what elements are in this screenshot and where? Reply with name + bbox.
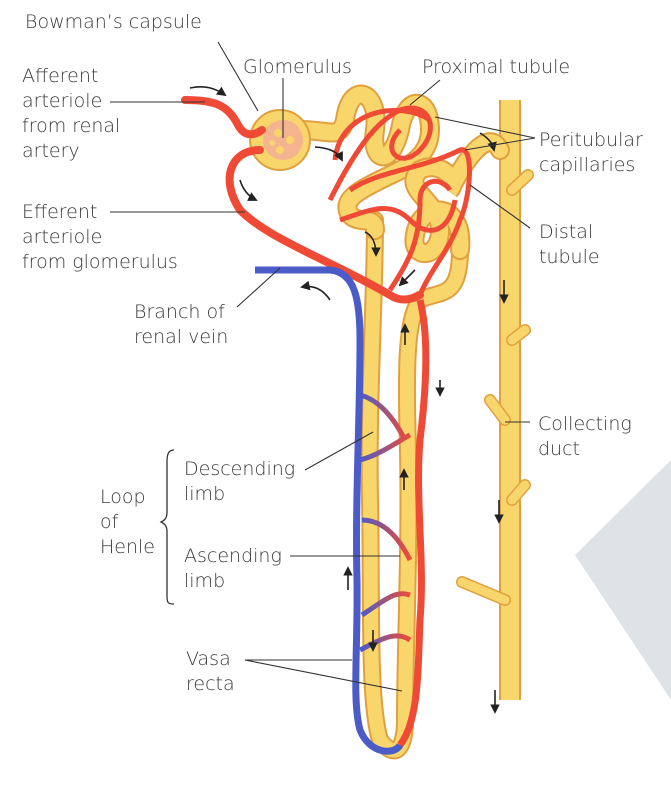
label-branch-of-renal-vein: Branch of renal vein xyxy=(134,301,229,348)
label-ascending-limb: Ascending limb xyxy=(184,545,282,592)
label-bowmans-capsule: Bowman’s capsule xyxy=(25,11,202,33)
bowmans-capsule xyxy=(249,109,311,171)
peritubular-capillaries xyxy=(327,105,472,296)
label-peritubular-capillaries: Peritubular capillaries xyxy=(539,129,643,176)
collecting-duct xyxy=(456,100,534,700)
vasa-recta-arterial xyxy=(397,299,430,748)
label-glomerulus: Glomerulus xyxy=(243,56,352,78)
flow-arrows xyxy=(189,86,509,714)
background-diamond xyxy=(575,460,671,700)
label-vasa-recta: Vasa recta xyxy=(186,648,235,695)
label-collecting-duct: Collecting duct xyxy=(538,413,632,460)
leader-lines xyxy=(110,41,536,692)
label-afferent-arteriole: Afferent arteriole from renal artery xyxy=(22,65,121,162)
loop-of-henle-brace xyxy=(159,449,175,605)
label-distal-tubule: Distal tubule xyxy=(539,221,600,268)
label-descending-limb: Descending limb xyxy=(184,458,296,505)
label-efferent-arteriole: Efferent arteriole from glomerulus xyxy=(22,201,178,273)
distal-tubule xyxy=(404,132,510,264)
label-loop-of-henle: Loop of Henle xyxy=(100,486,155,558)
afferent-arteriole xyxy=(181,96,266,139)
efferent-arteriole xyxy=(225,146,424,304)
label-proximal-tubule: Proximal tubule xyxy=(422,56,571,78)
branch-of-renal-vein xyxy=(255,266,413,755)
glomerulus xyxy=(263,120,303,160)
